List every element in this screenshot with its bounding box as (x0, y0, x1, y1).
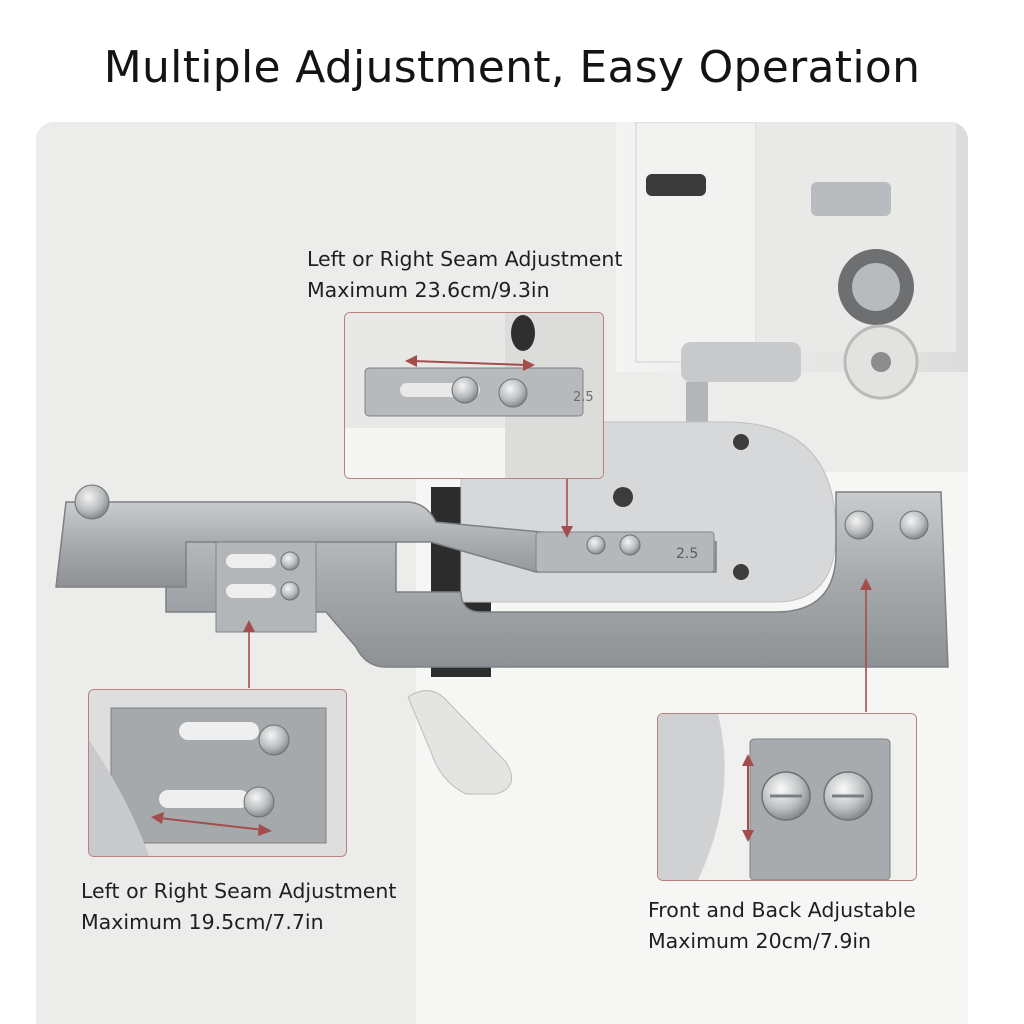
caption-bottom-left-heading: Left or Right Seam Adjustment (81, 879, 397, 903)
caption-bottom-left: Left or Right Seam Adjustment Maximum 19… (81, 876, 396, 938)
inset-front-back-adjustment (657, 713, 917, 881)
plate-marking: 2.5 (676, 546, 698, 562)
caption-top: Left or Right Seam Adjustment Maximum 23… (307, 244, 622, 306)
page-title: Multiple Adjustment, Easy Operation (103, 42, 921, 93)
inset-plate-marking: 2.5 (573, 390, 594, 405)
caption-bottom-right: Front and Back Adjustable Maximum 20cm/7… (648, 895, 916, 957)
inset-bottom-left-seam-adjustment (88, 689, 347, 857)
inset-top-seam-adjustment: 2.5 (344, 312, 604, 479)
product-photo: 2.5 (36, 122, 968, 1024)
caption-bottom-right-detail: Maximum 20cm/7.9in (648, 929, 872, 953)
caption-top-detail: Maximum 23.6cm/9.3in (307, 278, 550, 302)
caption-bottom-left-detail: Maximum 19.5cm/7.7in (81, 910, 324, 934)
caption-top-heading: Left or Right Seam Adjustment (307, 247, 623, 271)
caption-bottom-right-heading: Front and Back Adjustable (648, 898, 916, 922)
